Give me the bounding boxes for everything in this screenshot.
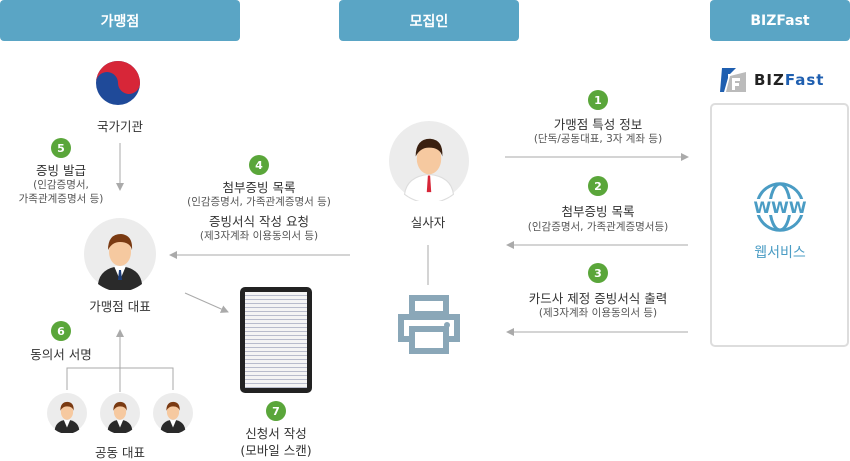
step-6-badge: 6: [51, 321, 71, 341]
header-bizfast: BIZFast: [710, 0, 850, 41]
bizfast-logo: BIZFast: [718, 66, 824, 94]
header-recruiter: 모집인: [339, 0, 519, 41]
step-3-title: 카드사 제정 증빙서식 출력: [528, 291, 668, 306]
step-4-detail: (인감증명서, 가족관계증명서 등): [187, 196, 331, 208]
representative-label: 가맹점 대표: [89, 299, 151, 314]
step-4-title-2: 증빙서식 작성 요청: [209, 214, 309, 229]
representative-avatar: [84, 218, 156, 290]
www-globe-icon: WWW: [752, 182, 808, 232]
bizfast-logo-icon: [720, 68, 746, 92]
joint-representative-avatar: [47, 393, 87, 433]
government-emblem-icon: [96, 61, 140, 105]
step-1-title: 가맹점 특성 정보: [553, 117, 643, 132]
joint-representatives-label: 공동 대표: [95, 445, 145, 460]
step-3-badge: 3: [588, 263, 608, 283]
joint-representative-avatar: [100, 393, 140, 433]
logo-text-fast: Fast: [784, 71, 825, 89]
step-5-title: 증빙 발급: [36, 163, 86, 178]
step-1-badge: 1: [588, 90, 608, 110]
web-service-box: [710, 103, 849, 347]
step-7-detail: (모바일 스캔): [240, 443, 312, 458]
arrow-to-form: [184, 292, 229, 313]
step-3-detail: (제3자계좌 이용동의서 등): [538, 307, 658, 319]
step-5-detail-2: 가족관계증명서 등): [18, 193, 104, 205]
step-7-badge: 7: [266, 401, 286, 421]
step-1-detail: (단독/공동대표, 3자 계좌 등): [533, 133, 663, 145]
step-5-badge: 5: [51, 138, 71, 158]
examiner-label: 실사자: [410, 215, 446, 230]
step-4-detail-2: (제3자계좌 이용동의서 등): [199, 230, 319, 242]
printer-icon: [398, 295, 460, 354]
joint-bracket: [66, 367, 174, 390]
web-service-label: 웹서비스: [754, 245, 806, 261]
step-2-detail: (인감증명서, 가족관계증명서등): [527, 221, 669, 233]
header-merchant: 가맹점: [0, 0, 240, 41]
step-2-badge: 2: [588, 176, 608, 196]
step-7-title: 신청서 작성: [245, 426, 307, 441]
examiner-avatar: [389, 121, 469, 201]
svg-text:WWW: WWW: [754, 198, 807, 217]
step-6-title: 동의서 서명: [30, 347, 92, 362]
step-4-title: 첨부증빙 목록: [222, 180, 296, 195]
step-5-detail: (인감증명서,: [33, 179, 89, 191]
government-label: 국가기관: [96, 119, 144, 134]
step-2-title: 첨부증빙 목록: [561, 204, 635, 219]
joint-representative-avatar: [153, 393, 193, 433]
step-4-badge: 4: [249, 155, 269, 175]
logo-text-biz: BIZ: [754, 71, 785, 89]
mobile-form-scan-image: [240, 287, 312, 393]
